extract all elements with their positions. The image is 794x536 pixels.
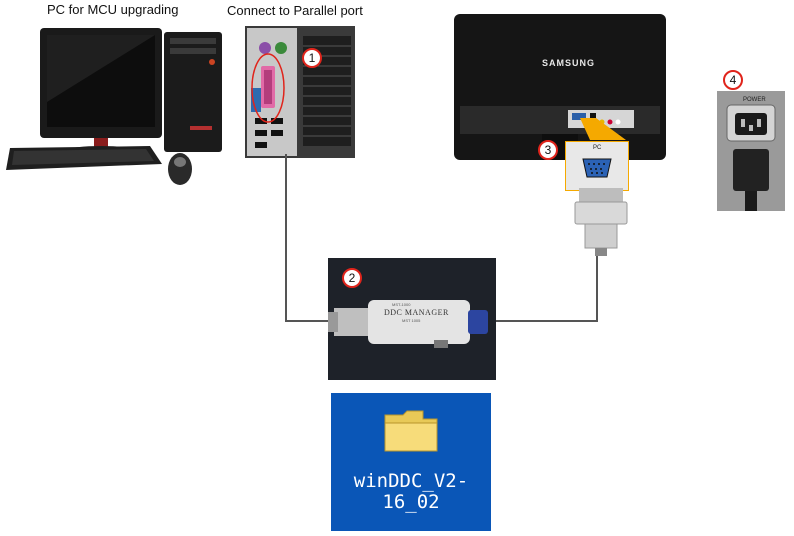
software-name-line2: 16_02 — [382, 491, 440, 513]
ddc-brand-label: DDC MANAGER — [384, 308, 449, 317]
vga-port-callout — [565, 141, 629, 191]
ddc-adapter-icon — [328, 300, 488, 348]
software-folder-tile[interactable]: winDDC_V2- 16_02 — [331, 393, 491, 531]
ddc-small-label-2: MST 1005 — [402, 318, 421, 323]
parallel-cable-horizontal — [285, 320, 333, 322]
pc-caption: PC for MCU upgrading — [47, 2, 179, 17]
parallel-port-caption: Connect to Parallel port — [227, 3, 363, 18]
monitor-back-icon — [454, 14, 666, 160]
desktop-computer-icon — [6, 28, 222, 185]
step-badge-3: 3 — [538, 140, 558, 160]
monitor-brand-label: SAMSUNG — [542, 58, 596, 68]
step-badge-2: 2 — [342, 268, 362, 288]
vga-cable-plug — [574, 188, 628, 256]
pc-back-panel — [245, 26, 355, 158]
step-badge-4: 4 — [723, 70, 743, 90]
ddc-small-label: MST-1000 — [392, 302, 411, 307]
step-badge-1: 1 — [302, 48, 322, 68]
vga-cable-vertical — [596, 256, 598, 322]
software-name-line1: winDDC_V2- — [353, 470, 469, 492]
vga-cable-horizontal — [492, 320, 598, 322]
parallel-cable-vertical — [285, 154, 287, 322]
power-label: POWER — [743, 97, 766, 103]
folder-icon — [384, 410, 438, 452]
power-socket-icon — [717, 91, 785, 211]
pc-port-label: PC — [593, 145, 602, 151]
